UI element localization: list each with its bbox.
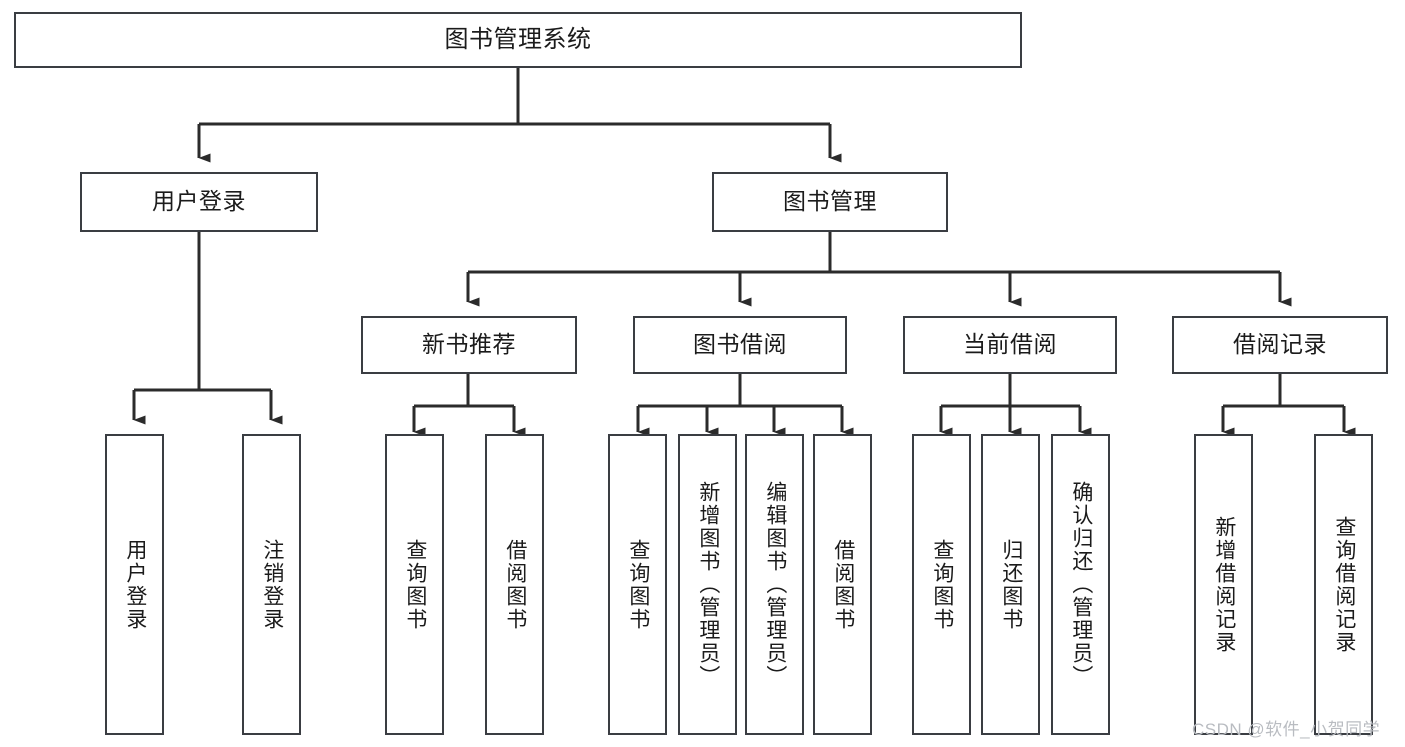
csdn-watermark: CSDN @软件_小贺同学 — [1192, 720, 1381, 739]
leaf-current-return-book[interactable]: 归还图书 — [981, 434, 1040, 735]
node-label: 注销登录 — [260, 538, 284, 631]
node-label: 借阅图书 — [831, 538, 855, 631]
node-borrow-record[interactable]: 借阅记录 — [1172, 316, 1388, 374]
leaf-recommend-query-book[interactable]: 查询图书 — [385, 434, 444, 735]
node-label: 用户登录 — [152, 188, 246, 215]
node-label: 借阅记录 — [1233, 331, 1327, 358]
leaf-recommend-borrow-book[interactable]: 借阅图书 — [485, 434, 544, 735]
node-label: 归还图书 — [999, 538, 1023, 631]
leaf-current-query-book[interactable]: 查询图书 — [912, 434, 971, 735]
node-label: 新增借阅记录 — [1212, 515, 1236, 654]
node-root-library-system[interactable]: 图书管理系统 — [14, 12, 1022, 68]
node-new-book-recommend[interactable]: 新书推荐 — [361, 316, 577, 374]
leaf-user-login-signin[interactable]: 用户登录 — [105, 434, 164, 735]
node-user-login[interactable]: 用户登录 — [80, 172, 318, 232]
node-label: 借阅图书 — [503, 538, 527, 631]
leaf-user-login-signout[interactable]: 注销登录 — [242, 434, 301, 735]
leaf-borrow-edit-book-admin[interactable]: 编辑图书（管理员） — [745, 434, 804, 735]
node-label: 查询借阅记录 — [1332, 515, 1356, 654]
leaf-record-query-borrow-record[interactable]: 查询借阅记录 — [1314, 434, 1373, 735]
node-book-borrow[interactable]: 图书借阅 — [633, 316, 847, 374]
node-label: 新增图书（管理员） — [696, 481, 720, 688]
node-label: 用户登录 — [123, 538, 147, 631]
node-book-management[interactable]: 图书管理 — [712, 172, 948, 232]
node-label: 当前借阅 — [963, 331, 1057, 358]
node-label: 图书借阅 — [693, 331, 787, 358]
node-label: 确认归还（管理员） — [1069, 481, 1093, 688]
leaf-borrow-query-book[interactable]: 查询图书 — [608, 434, 667, 735]
node-label: 图书管理 — [783, 188, 877, 215]
node-label: 编辑图书（管理员） — [763, 481, 787, 688]
node-label: 查询图书 — [403, 538, 427, 631]
node-current-borrow[interactable]: 当前借阅 — [903, 316, 1117, 374]
node-label: 查询图书 — [930, 538, 954, 631]
leaf-borrow-borrow-book[interactable]: 借阅图书 — [813, 434, 872, 735]
node-label: 图书管理系统 — [444, 25, 592, 53]
leaf-record-add-borrow-record[interactable]: 新增借阅记录 — [1194, 434, 1253, 735]
node-label: 新书推荐 — [422, 331, 516, 358]
leaf-current-confirm-return-admin[interactable]: 确认归还（管理员） — [1051, 434, 1110, 735]
leaf-borrow-add-book-admin[interactable]: 新增图书（管理员） — [678, 434, 737, 735]
node-label: 查询图书 — [626, 538, 650, 631]
